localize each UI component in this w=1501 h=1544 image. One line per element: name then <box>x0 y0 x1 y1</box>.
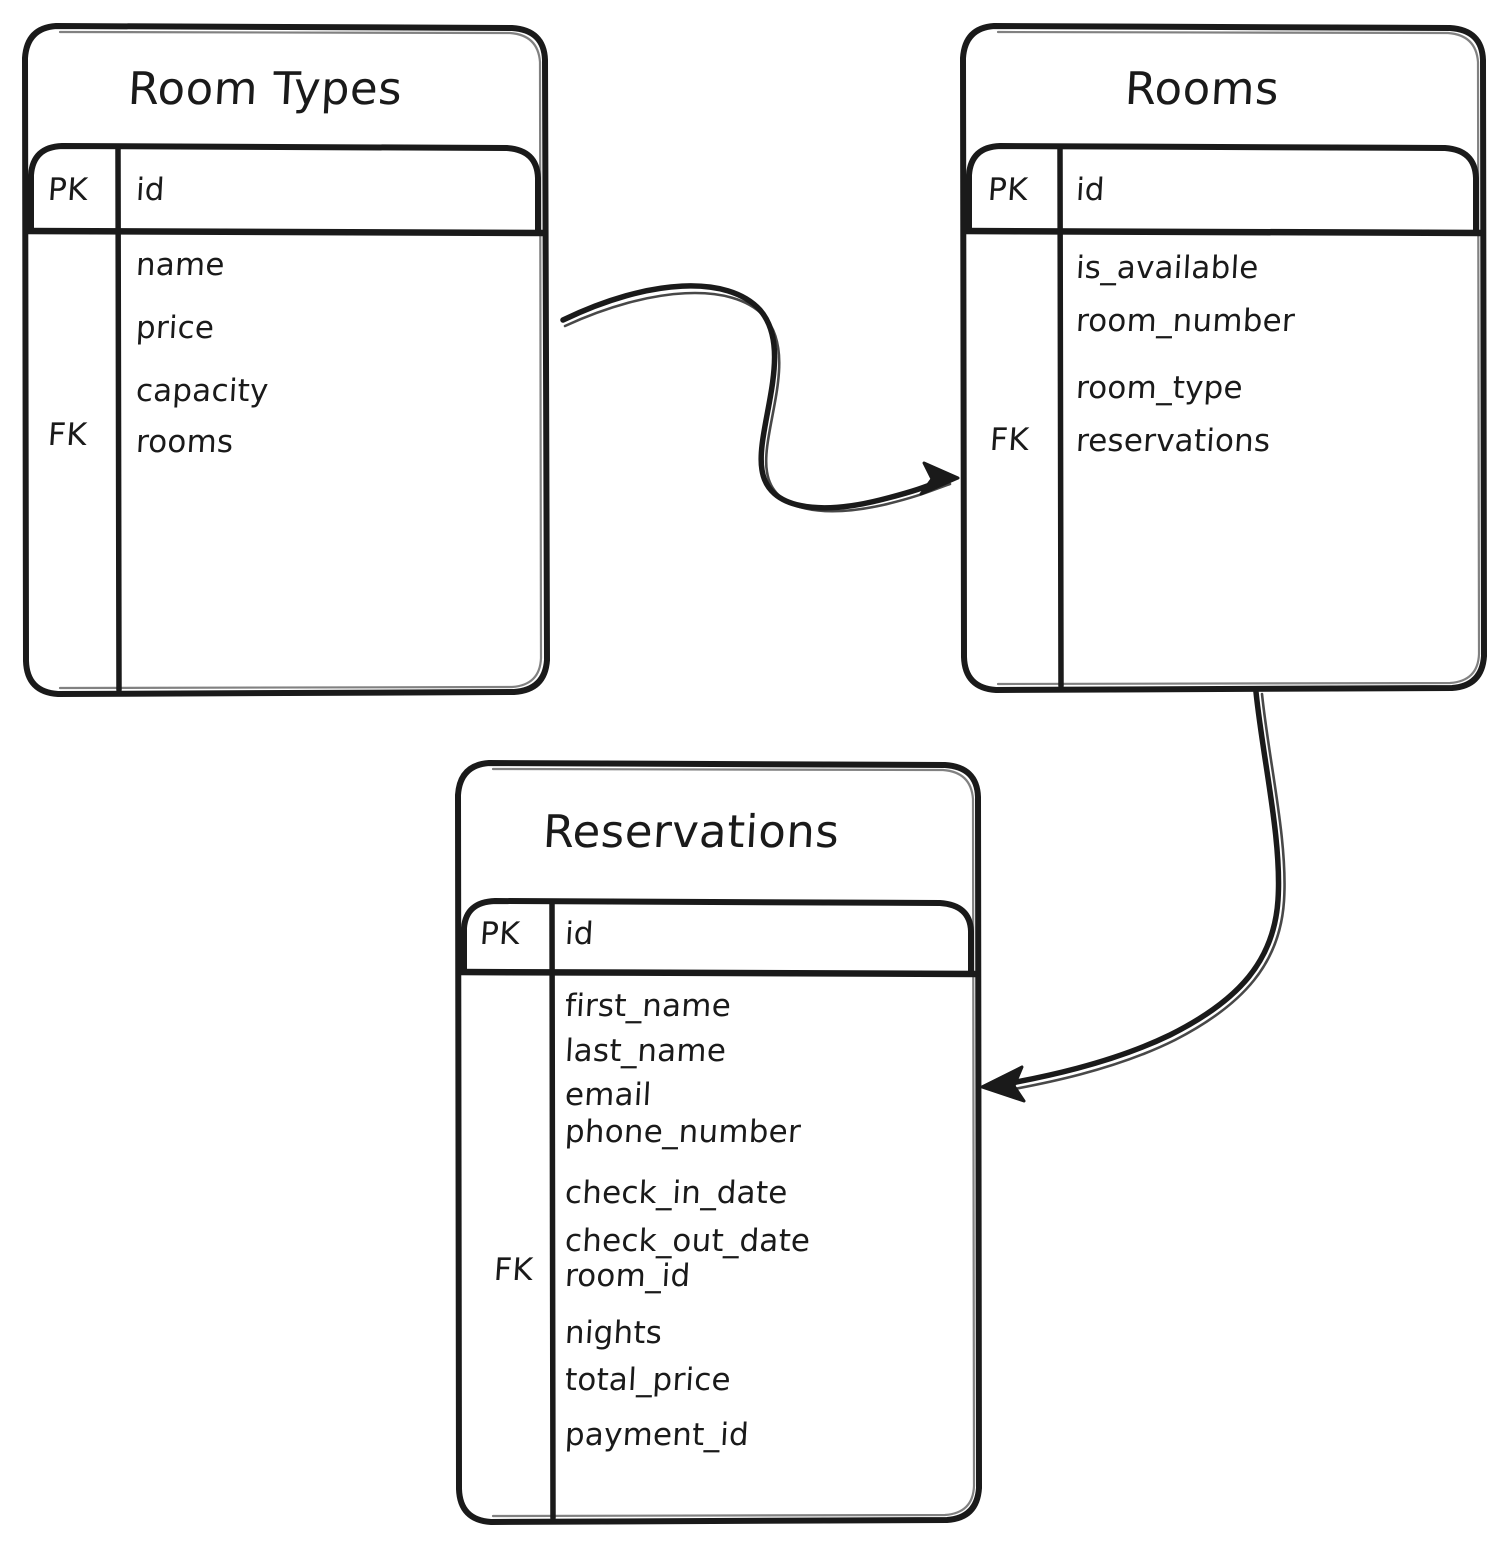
room-types-column-divider <box>115 146 122 693</box>
room-types-pk-tag: PK <box>46 172 90 208</box>
reservations-header-rule <box>455 968 980 978</box>
entity-title-rooms: Rooms <box>1123 62 1281 115</box>
reservations-column-divider <box>549 901 556 1521</box>
reservations-field-nights: nights <box>564 1315 664 1351</box>
reservations-field-room-id: room_id <box>564 1258 692 1294</box>
rooms-to-reservations-connector-2 <box>996 692 1286 1094</box>
room-types-header-rule <box>22 227 547 237</box>
room-types-field-name: name <box>135 247 226 283</box>
reservations-field-email: email <box>564 1077 653 1113</box>
room-types-field-rooms: rooms <box>135 424 235 460</box>
entity-title-reservations: Reservations <box>541 805 841 858</box>
room-types-to-rooms-connector <box>560 283 951 511</box>
rooms-header-rule <box>960 227 1485 237</box>
rooms-to-reservations-connector <box>992 689 1282 1089</box>
reservations-outer-border <box>455 760 982 1525</box>
room-types-header-border <box>28 143 541 235</box>
rooms-fk-tag: FK <box>988 422 1031 458</box>
rooms-field-is-available: is_available <box>1075 250 1260 286</box>
reservations-header-border <box>461 898 974 976</box>
reservations-field-last-name: last_name <box>564 1033 728 1069</box>
entity-room-types-shape[interactable] <box>22 23 550 697</box>
room-types-field-capacity: capacity <box>135 373 270 409</box>
reservations-pk-tag: PK <box>478 916 522 952</box>
reservations-fk-tag: FK <box>492 1252 535 1288</box>
reservations-field-first-name: first_name <box>564 988 732 1024</box>
rooms-field-room-number: room_number <box>1075 303 1296 339</box>
room-types-to-rooms-connector-2 <box>563 291 952 513</box>
reservations-field-check-in-date: check_in_date <box>564 1175 789 1211</box>
entity-reservations-shape[interactable] <box>455 760 982 1525</box>
room-types-field-price: price <box>135 310 216 346</box>
entity-title-room-types: Room Types <box>126 62 404 115</box>
rooms-to-reservations-arrowhead <box>980 1065 1026 1103</box>
room-types-to-rooms-arrowhead <box>919 461 960 496</box>
reservations-field-total-price: total_price <box>564 1362 732 1398</box>
relationship-rooms-to-reservations[interactable] <box>980 689 1286 1103</box>
rooms-outer-border-2 <box>996 30 1481 686</box>
entity-rooms-shape[interactable] <box>960 23 1487 693</box>
reservations-field-check-out-date: check_out_date <box>564 1223 812 1259</box>
room-types-outer-border-2 <box>58 30 543 690</box>
relationship-room-types-to-rooms[interactable] <box>560 283 960 513</box>
reservations-field-payment-id: payment_id <box>564 1417 750 1453</box>
rooms-header-border <box>966 143 1479 235</box>
rooms-pk-field: id <box>1075 172 1106 208</box>
rooms-column-divider <box>1057 146 1064 689</box>
rooms-pk-tag: PK <box>986 172 1030 208</box>
room-types-pk-field: id <box>135 172 166 208</box>
rooms-outer-border <box>960 23 1487 693</box>
rooms-field-room-type: room_type <box>1075 370 1244 406</box>
room-types-fk-tag: FK <box>46 417 89 453</box>
rooms-field-reservations: reservations <box>1075 423 1272 459</box>
reservations-field-phone-number: phone_number <box>564 1114 802 1150</box>
room-types-outer-border <box>22 23 550 697</box>
reservations-outer-border-2 <box>491 767 976 1518</box>
reservations-pk-field: id <box>564 916 595 952</box>
